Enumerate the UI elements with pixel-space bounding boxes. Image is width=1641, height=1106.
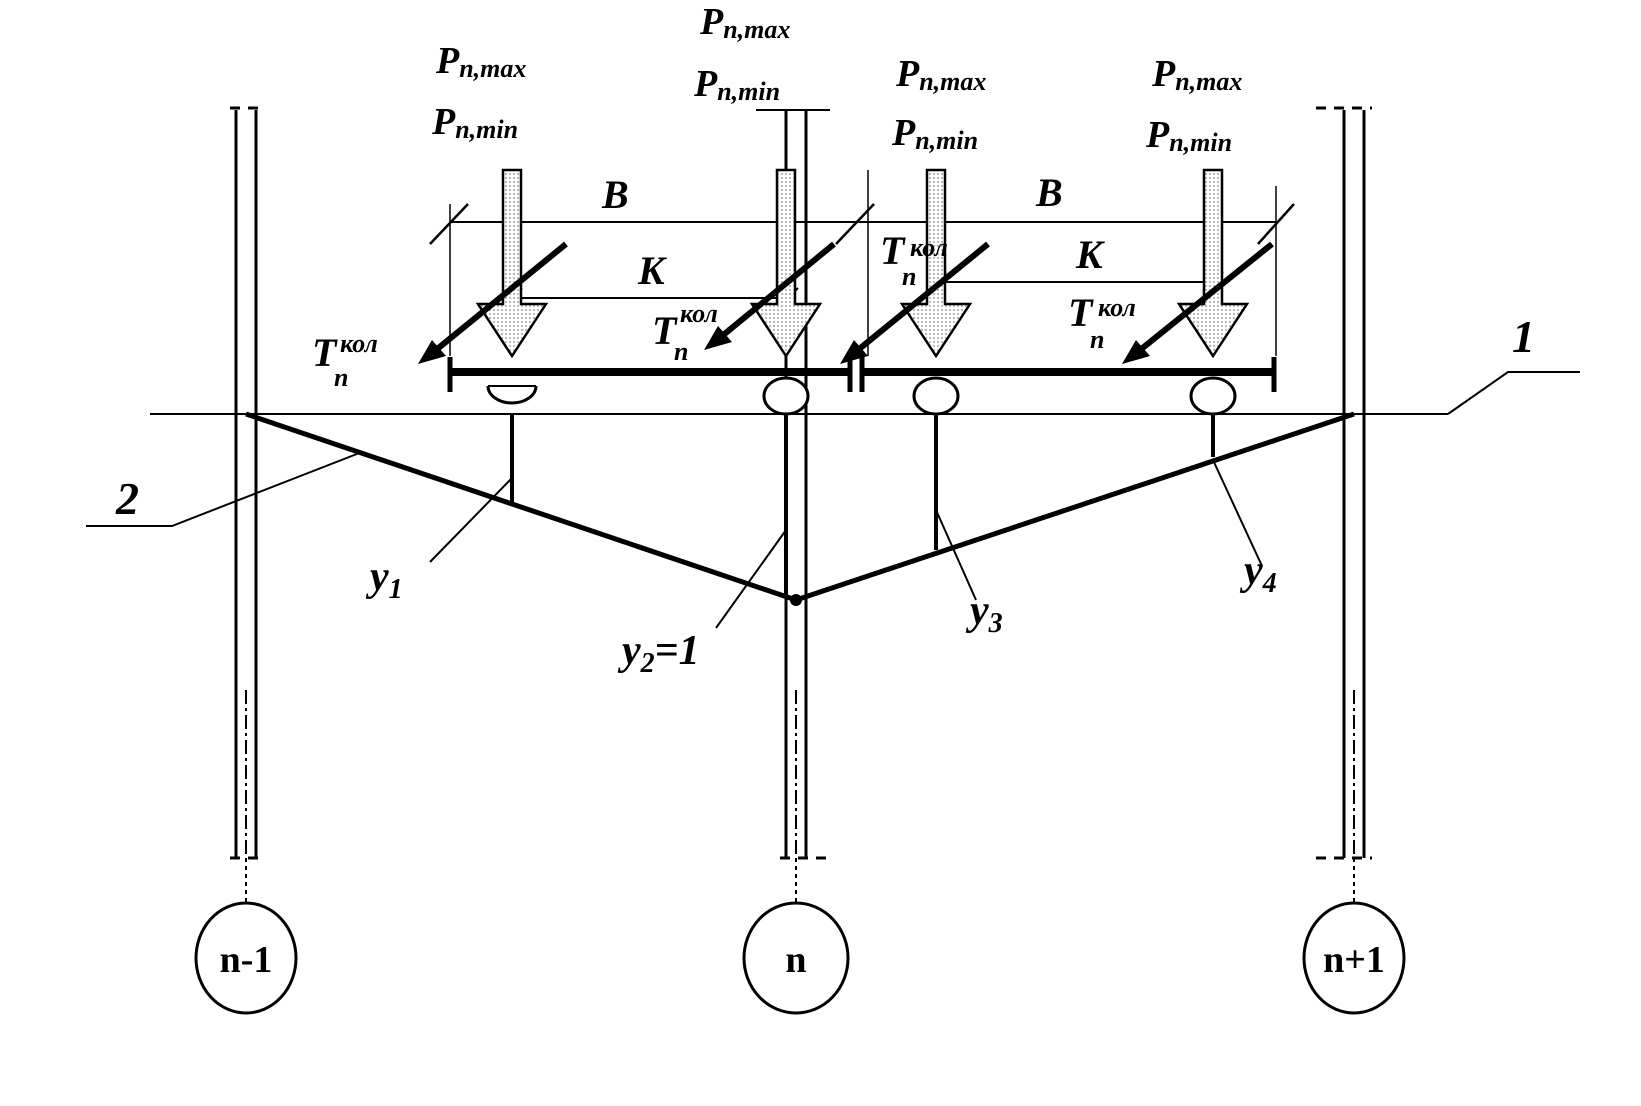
brake-label-2: T кол n	[652, 299, 718, 366]
load-label-3: Pn,max Pn,min	[891, 53, 986, 155]
callout-2-label: 2	[115, 473, 139, 524]
brake-1-subscript: n	[334, 363, 348, 392]
influence-line	[245, 411, 1355, 603]
load-1-max-subscript: n,max	[459, 54, 526, 83]
brake-label-1: T кол n	[312, 329, 378, 392]
brake-4-symbol: T	[1068, 290, 1094, 335]
svg-text:Pn,min: Pn,min	[1145, 114, 1232, 157]
brake-2-superscript: кол	[680, 299, 718, 328]
brake-3-superscript: кол	[910, 233, 948, 262]
load-2-min-symbol: P	[693, 63, 718, 105]
ordinates	[510, 414, 1215, 596]
callout-1-leader	[1447, 371, 1580, 415]
load-3-min-subscript: n,min	[915, 126, 978, 155]
load-2-max-subscript: n,max	[723, 15, 790, 44]
crane-right-wheel-4	[1189, 376, 1237, 416]
brake-4-superscript: кол	[1098, 293, 1136, 322]
brake-1-superscript: кол	[340, 329, 378, 358]
load-arrow-1	[475, 168, 549, 359]
load-4-max-symbol: P	[1151, 53, 1176, 95]
svg-text:Pn,max: Pn,max	[895, 53, 986, 96]
brake-4-subscript: n	[1090, 325, 1104, 354]
crane-left-wheel-1	[486, 385, 538, 405]
load-label-4: Pn,max Pn,min	[1145, 53, 1242, 157]
ordinate-label-y1: y1	[365, 554, 403, 605]
load-3-max-symbol: P	[895, 53, 920, 95]
brake-label-4: T кол n	[1068, 290, 1136, 354]
axis-bubble-n: n	[742, 901, 850, 1015]
column-n-plus-1	[1316, 106, 1372, 903]
dim-k1-label: K	[637, 248, 667, 293]
svg-text:Pn,min: Pn,min	[693, 63, 780, 106]
load-4-max-subscript: n,max	[1175, 67, 1242, 96]
brake-2-subscript: n	[674, 337, 688, 366]
ordinate-leaders	[429, 459, 1263, 629]
callout-2-leader	[86, 451, 363, 527]
brake-1-symbol: T	[312, 330, 338, 375]
column-n-minus-1	[230, 106, 262, 903]
crane-right-wheel-3	[912, 376, 960, 416]
axis-label-n-plus-1: n+1	[1323, 939, 1385, 981]
load-1-max-symbol: P	[435, 40, 460, 82]
callout-1-label: 1	[1512, 311, 1535, 362]
brake-label-3: T кол n	[880, 228, 948, 291]
brake-2-symbol: T	[652, 308, 678, 353]
load-label-2: Pn,max Pn,min	[693, 1, 790, 106]
svg-text:Pn,min: Pn,min	[431, 101, 518, 144]
axis-label-n: n	[785, 939, 806, 981]
dim-b2-label: B	[1035, 170, 1063, 215]
svg-text:Pn,max: Pn,max	[1151, 53, 1242, 96]
brake-arrow-1	[434, 241, 568, 353]
load-4-min-subscript: n,min	[1169, 128, 1232, 157]
load-3-max-subscript: n,max	[919, 67, 986, 96]
load-arrow-3	[899, 168, 973, 359]
ordinate-label-y2: y2=1	[617, 628, 700, 679]
brake-arrow-2	[720, 241, 836, 339]
load-3-min-symbol: P	[891, 112, 916, 154]
load-1-min-symbol: P	[431, 101, 456, 143]
dim-k2-label: K	[1075, 232, 1105, 277]
brake-3-symbol: T	[880, 228, 906, 273]
svg-text:Pn,min: Pn,min	[891, 112, 978, 155]
load-label-1: Pn,max Pn,min	[431, 40, 526, 144]
axis-bubble-n-minus-1: n-1	[194, 901, 298, 1015]
svg-text:Pn,max: Pn,max	[699, 1, 790, 44]
crane-left	[447, 357, 853, 416]
brake-arrow-3	[856, 241, 990, 353]
axis-label-n-minus-1: n-1	[220, 939, 273, 981]
load-arrow-4	[1176, 168, 1250, 359]
crane-left-wheel-2	[762, 376, 810, 416]
ordinate-label-y3: y3	[965, 588, 1003, 639]
load-2-min-subscript: n,min	[717, 77, 780, 106]
load-1-min-subscript: n,min	[455, 115, 518, 144]
brake-arrows	[418, 241, 1274, 364]
load-2-max-symbol: P	[699, 1, 724, 43]
svg-text:Pn,max: Pn,max	[435, 40, 526, 83]
dim-b1-label: B	[601, 172, 629, 217]
load-4-min-symbol: P	[1145, 114, 1170, 156]
brake-3-subscript: n	[902, 262, 916, 291]
brake-arrow-4	[1138, 241, 1274, 353]
axis-bubble-n-plus-1: n+1	[1302, 901, 1406, 1015]
ordinate-label-y4: y4	[1239, 548, 1277, 599]
load-arrow-2	[749, 168, 823, 359]
crane-right	[859, 357, 1277, 416]
influence-apex	[790, 594, 802, 606]
